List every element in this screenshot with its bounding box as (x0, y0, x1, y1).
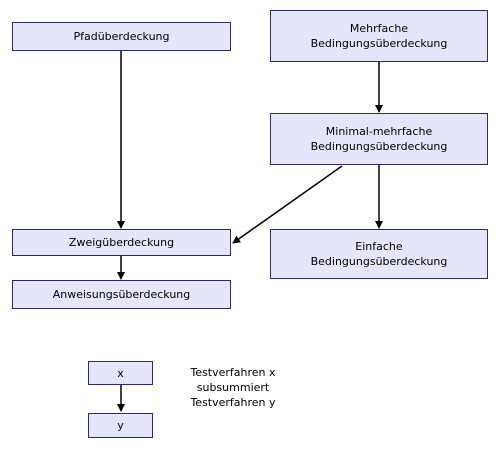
edge-minimal-zweig (232, 165, 343, 244)
node-label-line: Mehrfache (349, 22, 409, 35)
node-label-line: Zweigüberdeckung (68, 236, 175, 249)
node-label-line: Anweisungsüberdeckung (52, 288, 191, 301)
node-anweisungsueberdeckung: Anweisungsüberdeckung (12, 280, 231, 309)
node-label-line: Bedingungsüberdeckung (310, 255, 448, 268)
legend-label: y (117, 419, 124, 432)
legend-text-line: subsummiert (196, 381, 270, 394)
node-minimal-mehrfache-bedingungsueberdeckung: Minimal-mehrfache Bedingungsüberdeckung (270, 113, 488, 165)
node-mehrfache-bedingungsueberdeckung: Mehrfache Bedingungsüberdeckung (270, 10, 488, 62)
legend-node-x: x (88, 361, 153, 385)
legend-text-line: Testverfahren y (190, 396, 276, 409)
node-einfache-bedingungsueberdeckung: Einfache Bedingungsüberdeckung (270, 229, 488, 279)
node-label-line: Bedingungsüberdeckung (310, 140, 448, 153)
node-label-line: Pfadüberdeckung (73, 30, 170, 43)
legend-description: Testverfahren x subsummiert Testverfahre… (178, 365, 288, 410)
legend-text-line: Testverfahren x (190, 366, 276, 379)
legend-label: x (117, 366, 124, 380)
node-pfadueberdeckung: Pfadüberdeckung (12, 22, 231, 51)
node-label-line: Bedingungsüberdeckung (310, 37, 448, 50)
node-label-line: Minimal-mehrfache (325, 125, 433, 138)
node-label-line: Einfache (355, 240, 403, 253)
node-zweigueberdeckung: Zweigüberdeckung (12, 229, 231, 256)
legend-node-y: y (88, 413, 153, 438)
